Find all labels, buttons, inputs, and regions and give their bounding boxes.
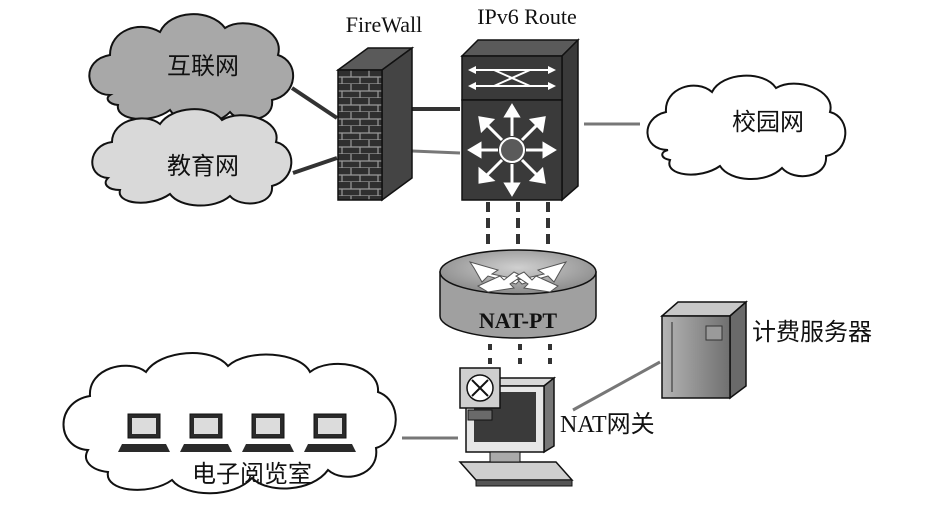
ipv6-route-label: IPv6 Route (477, 4, 577, 29)
firewall-icon (335, 46, 415, 202)
cloud-icon (646, 74, 847, 181)
link-gateway-billing (572, 360, 661, 412)
firewall-label: FireWall (346, 12, 422, 37)
router-icon (439, 249, 597, 339)
nat-pt-label: NAT-PT (479, 308, 558, 333)
link-route-natpt (486, 202, 550, 245)
links (290, 86, 661, 440)
computer-icon (242, 413, 294, 452)
cloud-icon (91, 108, 293, 207)
billing-server-node: 计费服务器 (660, 300, 872, 400)
ipv6-route-node: IPv6 Route (460, 4, 580, 202)
campus-label: 校园网 (732, 108, 804, 136)
server-icon (660, 300, 748, 400)
switch-icon (460, 38, 580, 202)
firewall-node: FireWall (335, 12, 422, 202)
computer-icon (118, 413, 170, 452)
workstation-icon (458, 367, 574, 487)
link-education-firewall (292, 156, 338, 175)
reading-room-label: 电子阅览室 (192, 460, 312, 488)
link-firewall-route-bottom (411, 149, 461, 155)
computer-icon (304, 413, 356, 452)
nat-gateway-label: NAT网关 (560, 411, 655, 438)
link-natpt-gateway (488, 344, 552, 365)
link-internet-firewall (290, 86, 339, 120)
computer-icon (180, 413, 232, 452)
cloud-campus: 校园网 (646, 74, 847, 181)
nat-pt-node: NAT-PT (439, 249, 597, 339)
cloud-icon (62, 352, 397, 495)
education-label: 教育网 (167, 152, 239, 180)
nat-gateway-node: NAT网关 (458, 367, 655, 487)
billing-server-label: 计费服务器 (752, 318, 872, 346)
cloud-education: 教育网 (91, 108, 293, 207)
cloud-internet: 互联网 (88, 13, 294, 125)
cloud-reading-room: 电子阅览室 (62, 352, 397, 495)
internet-label: 互联网 (167, 52, 239, 80)
